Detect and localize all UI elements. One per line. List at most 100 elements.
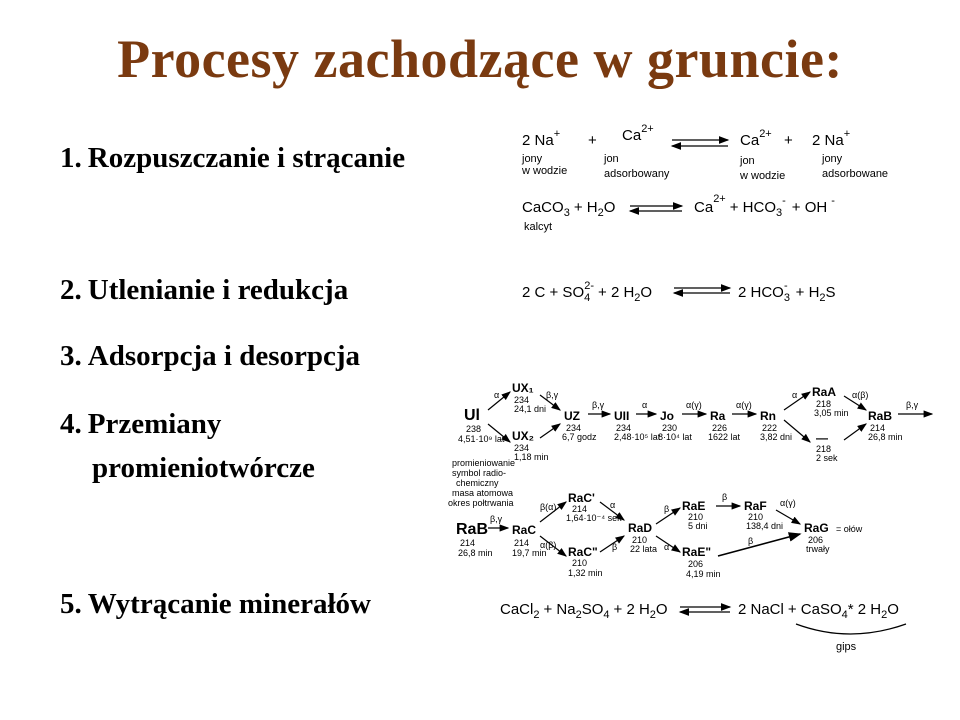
svg-text:234: 234 <box>566 423 581 433</box>
svg-text:α: α <box>664 542 669 552</box>
svg-text:chemiczny: chemiczny <box>456 478 499 488</box>
svg-text:214: 214 <box>572 504 587 514</box>
svg-text:5 dni: 5 dni <box>688 521 708 531</box>
svg-text:RaC': RaC' <box>568 491 595 505</box>
svg-text:138,4 dni: 138,4 dni <box>746 521 783 531</box>
svg-text:—: — <box>816 431 828 445</box>
svg-text:3,05 min: 3,05 min <box>814 408 849 418</box>
svg-text:adsorbowane: adsorbowane <box>822 168 888 180</box>
svg-text:230: 230 <box>662 423 677 433</box>
svg-text:1,18 min: 1,18 min <box>514 452 549 462</box>
svg-text:jony: jony <box>821 153 843 165</box>
svg-text:2 Na+: 2 Na+ <box>812 128 850 149</box>
svg-text:210: 210 <box>748 512 763 522</box>
gypsum-brace <box>795 623 907 635</box>
svg-text:2 NaCl+ CaSO4* 2 H2O: 2 NaCl+ CaSO4* 2 H2O <box>738 601 899 621</box>
svg-text:214: 214 <box>514 538 529 548</box>
svg-text:RaC: RaC <box>512 523 536 537</box>
svg-text:β,γ: β,γ <box>906 400 919 410</box>
svg-text:218: 218 <box>816 399 831 409</box>
svg-text:w wodzie: w wodzie <box>521 165 567 177</box>
svg-text:210: 210 <box>572 558 587 568</box>
svg-text:Ul: Ul <box>464 407 480 424</box>
svg-text:210: 210 <box>632 535 647 545</box>
svg-text:α: α <box>610 500 615 510</box>
item-number: 4. <box>60 408 82 440</box>
svg-text:8·10⁴ lat: 8·10⁴ lat <box>658 432 692 442</box>
svg-text:1622 lat: 1622 lat <box>708 432 741 442</box>
list-item-5: 5.Wytrącanie minerałów <box>60 588 371 621</box>
svg-text:214: 214 <box>870 423 885 433</box>
item-label: Przemiany <box>87 408 222 440</box>
svg-text:206: 206 <box>808 535 823 545</box>
svg-text:α(β): α(β) <box>852 390 868 400</box>
svg-text:234: 234 <box>616 423 631 433</box>
svg-text:26,8 min: 26,8 min <box>458 548 493 558</box>
svg-text:jony: jony <box>521 153 543 165</box>
svg-text:promieniowanie: promieniowanie <box>452 458 515 468</box>
item-number: 1. <box>60 142 82 174</box>
decay-diagram: Ul 238 4,51·10⁹ lat α UX₁ 234 24,1 dni U… <box>448 381 934 579</box>
svg-text:w wodzie: w wodzie <box>739 170 785 182</box>
list-item-3: 3.Adsorpcja i desorpcja <box>60 340 360 373</box>
svg-text:β(α): β(α) <box>540 502 556 512</box>
svg-text:234: 234 <box>514 395 529 405</box>
svg-text:α(γ): α(γ) <box>736 400 752 410</box>
svg-text:jon: jon <box>739 155 755 167</box>
svg-text:226: 226 <box>712 423 727 433</box>
item-label: Wytrącanie minerałów <box>87 588 371 620</box>
list-item-2: 2.Utlenianie i redukcja <box>60 274 348 307</box>
svg-text:234: 234 <box>514 443 529 453</box>
svg-text:222: 222 <box>762 423 777 433</box>
svg-text:UII: UII <box>614 409 629 423</box>
equation-redox: 2 C + SO42-+ 2 H2O 2 HCO3-+ H2S <box>522 280 836 304</box>
svg-text:24,1 dni: 24,1 dni <box>514 404 546 414</box>
svg-text:RaE": RaE" <box>682 545 711 559</box>
page-title: Procesy zachodzące w gruncie: <box>117 29 843 89</box>
svg-text:2 C + SO42-+ 2 H2O: 2 C + SO42-+ 2 H2O <box>522 280 652 304</box>
svg-text:2 sek: 2 sek <box>816 453 838 463</box>
svg-text:α(β): α(β) <box>540 540 556 550</box>
svg-text:= ołów: = ołów <box>836 524 863 534</box>
svg-text:4,51·10⁹ lat: 4,51·10⁹ lat <box>458 434 505 444</box>
svg-text:RaD: RaD <box>628 521 652 535</box>
item-number: 5. <box>60 588 82 620</box>
svg-text:β: β <box>722 492 727 502</box>
svg-text:4,19 min: 4,19 min <box>686 569 721 579</box>
svg-text:2,48·10⁵ lat: 2,48·10⁵ lat <box>614 432 661 442</box>
svg-text:Jo: Jo <box>660 409 674 423</box>
svg-text:β,γ: β,γ <box>546 390 559 400</box>
svg-text:α: α <box>792 390 797 400</box>
svg-text:6,7 godz: 6,7 godz <box>562 432 597 442</box>
svg-text:Ca2+: Ca2+ <box>622 123 654 144</box>
svg-text:Ca2++ HCO3-+ OH-: Ca2++ HCO3-+ OH- <box>694 193 835 219</box>
svg-text:α: α <box>642 400 647 410</box>
list-item-4: 4.Przemiany <box>60 408 221 441</box>
svg-text:masa atomowa: masa atomowa <box>452 488 513 498</box>
svg-text:RaF: RaF <box>744 499 767 513</box>
svg-text:Ra: Ra <box>710 409 726 423</box>
svg-text:kalcyt: kalcyt <box>524 221 552 233</box>
item-label: Rozpuszczanie i strącanie <box>87 142 406 174</box>
svg-text:RaB: RaB <box>456 521 488 538</box>
svg-text:UZ: UZ <box>564 409 580 423</box>
svg-text:+: + <box>784 132 793 149</box>
svg-text:214: 214 <box>460 538 475 548</box>
svg-text:210: 210 <box>688 512 703 522</box>
decay-legend: promieniowanie symbol radio- chemiczny m… <box>448 458 515 508</box>
svg-text:CaCO3+ H2O: CaCO3+ H2O <box>522 199 615 219</box>
item-number: 2. <box>60 274 82 306</box>
svg-text:RaE: RaE <box>682 499 705 513</box>
svg-text:α(γ): α(γ) <box>780 498 796 508</box>
svg-text:1,32 min: 1,32 min <box>568 568 603 578</box>
svg-text:RaC": RaC" <box>568 545 598 559</box>
equation-calcite: CaCO3+ H2O Ca2++ HCO3-+ OH- kalcyt <box>522 193 835 233</box>
list-item-4-cont: promieniotwórcze <box>92 452 315 484</box>
svg-text:β,γ: β,γ <box>592 400 605 410</box>
svg-text:3,82 dni: 3,82 dni <box>760 432 792 442</box>
svg-text:α: α <box>494 390 499 400</box>
item-number: 3. <box>60 340 82 372</box>
equation-ion-exchange: 2 Na+ + Ca2+ Ca2+ + 2 Na+ jony w wodzie … <box>521 123 888 182</box>
svg-text:22 lata: 22 lata <box>630 544 657 554</box>
